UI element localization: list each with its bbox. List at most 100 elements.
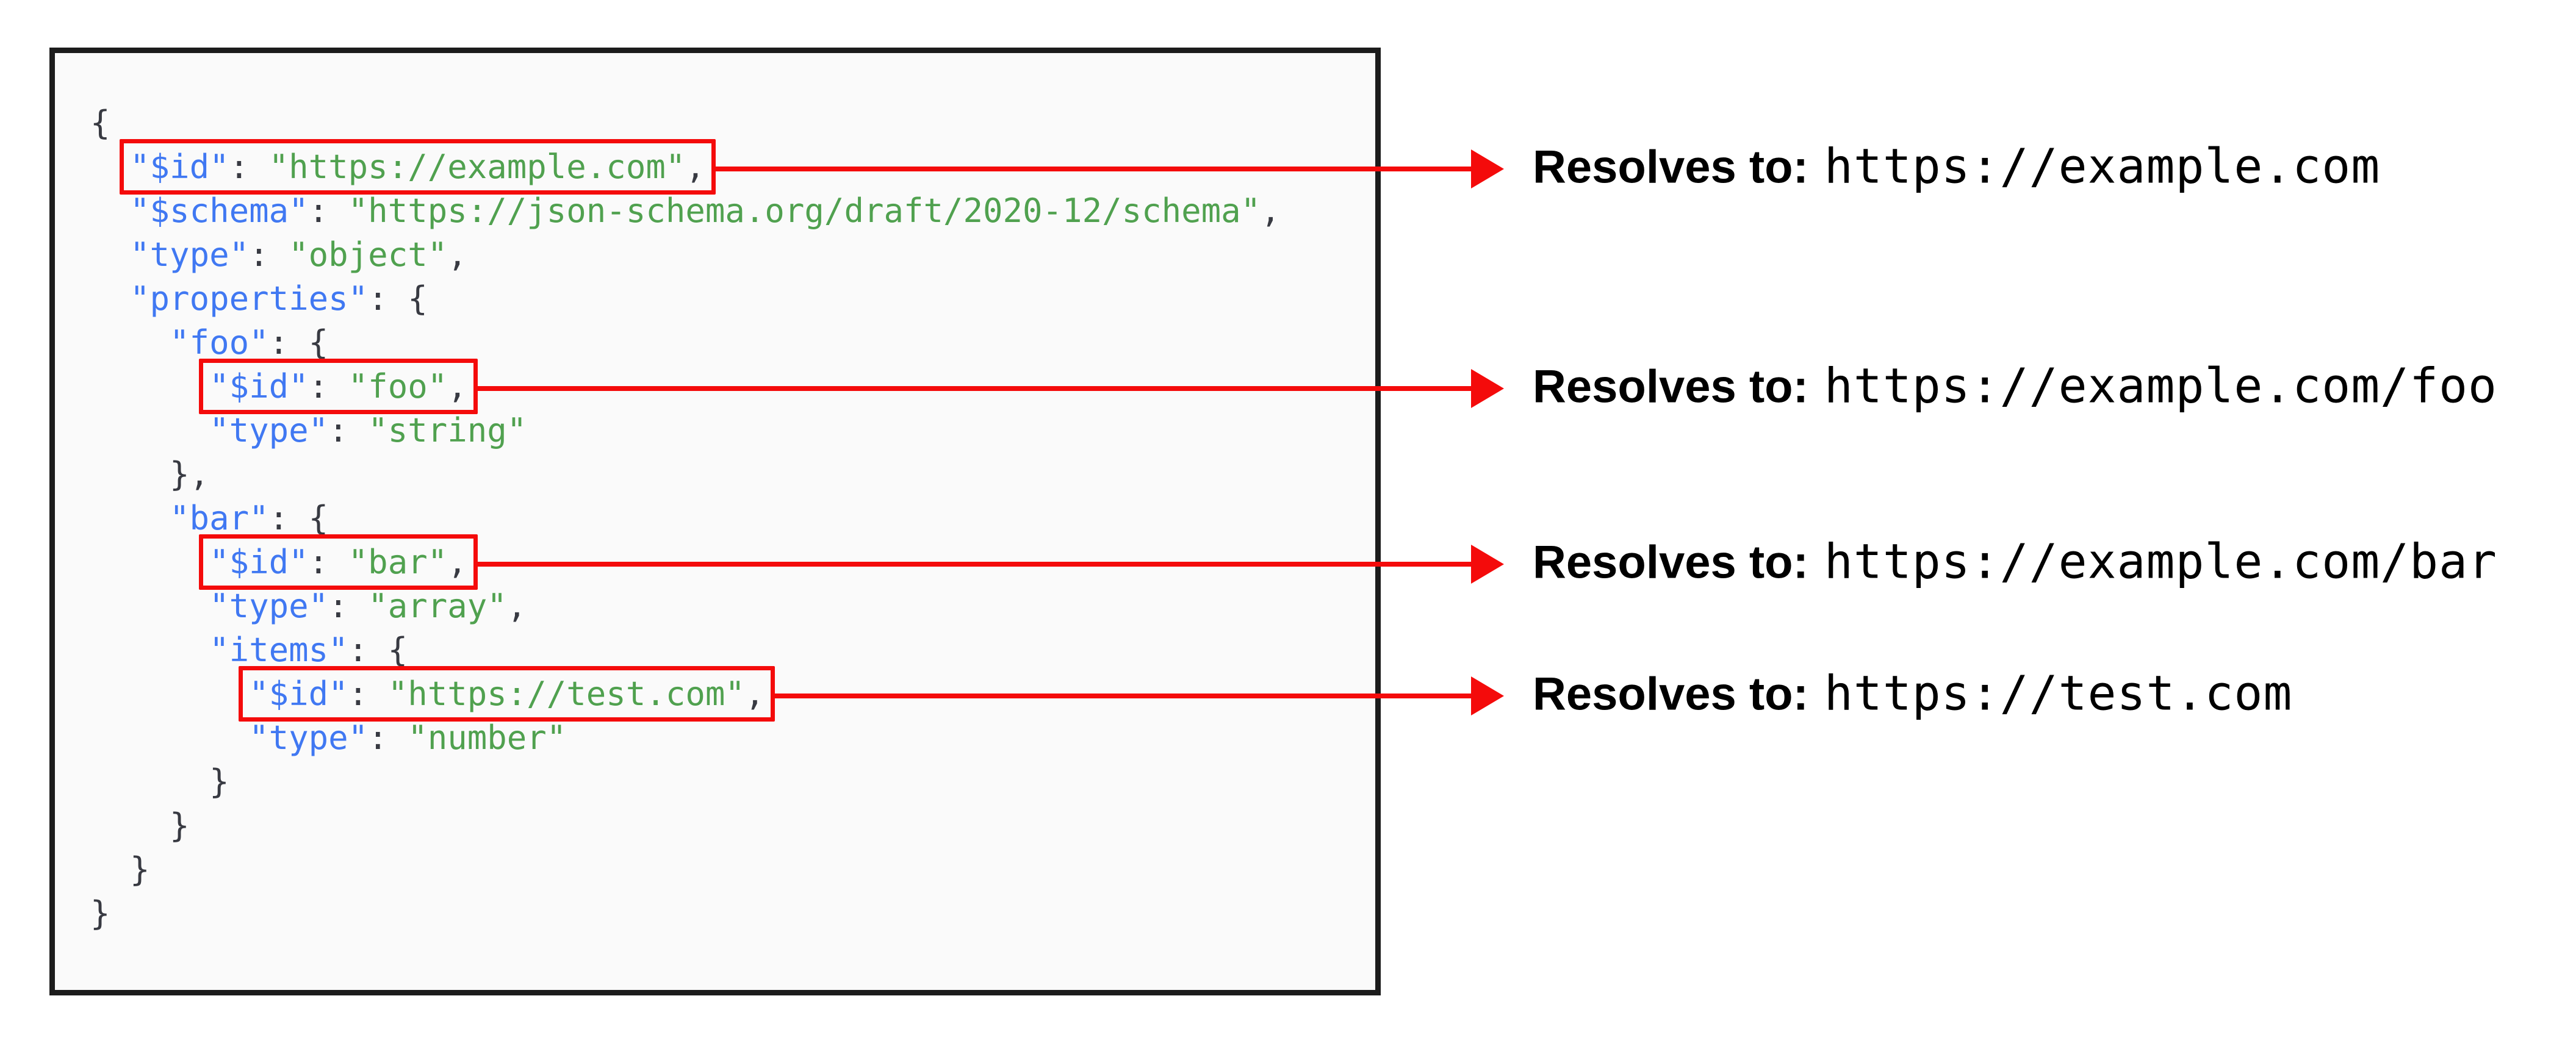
code-token: , (744, 675, 765, 713)
code-token: "$id" (209, 367, 309, 406)
code-token: "https://test.com" (387, 675, 745, 713)
code-token: "items" (209, 631, 348, 669)
code-token: }, (90, 455, 210, 493)
code-token (90, 192, 130, 230)
code-line: "$id": "https://test.com", (90, 666, 1375, 722)
code-token: "number" (408, 719, 567, 757)
code-token: "string" (368, 411, 527, 450)
arrow-right-icon (1471, 545, 1504, 584)
code-token: "type" (130, 235, 250, 274)
highlight-box: "$id": "https://example.com", (120, 139, 716, 195)
code-token: , (447, 235, 467, 274)
code-token: } (90, 850, 150, 889)
code-token: : (328, 587, 369, 625)
resolve-value: https://example.com/bar (1824, 534, 2498, 590)
code-token: { (90, 104, 110, 142)
code-line: "type": "array", (90, 584, 1375, 628)
code-line: "items": { (90, 628, 1375, 672)
code-line: "properties": { (90, 277, 1375, 321)
code-line: "$id": "https://example.com", (90, 139, 1375, 195)
code-token (90, 411, 209, 450)
code-token: : { (268, 323, 329, 362)
code-token: "foo" (348, 367, 448, 406)
resolve-label: Resolves to: (1533, 141, 1808, 193)
code-token: : { (348, 631, 408, 669)
resolve-value: https://example.com/foo (1824, 359, 2498, 414)
code-token: "properties" (130, 279, 369, 318)
code-token: } (90, 806, 190, 845)
code-token: "type" (209, 587, 329, 625)
highlight-box: "$id": "bar", (199, 534, 478, 590)
code-block: { "$id": "https://example.com", "$schema… (55, 53, 1375, 936)
code-token: "type" (209, 411, 329, 450)
highlight-box: "$id": "foo", (199, 359, 478, 414)
code-token: "$id" (130, 148, 229, 186)
code-line: } (90, 848, 1375, 892)
code-token: , (1261, 192, 1281, 230)
resolve-annotation-3: Resolves to: https://example.com/bar (1533, 534, 2497, 589)
code-token: "https://example.com" (268, 148, 686, 186)
arrow-right-icon (1471, 676, 1504, 715)
code-line: "foo": { (90, 321, 1375, 365)
code-token: "object" (289, 235, 448, 274)
code-token: : (368, 719, 408, 757)
resolve-label: Resolves to: (1533, 668, 1808, 720)
code-token: : { (268, 499, 329, 537)
code-token: "$schema" (130, 192, 309, 230)
code-line: } (90, 892, 1375, 936)
schema-code-panel: { "$id": "https://example.com", "$schema… (49, 48, 1381, 995)
code-token: "https://json-schema.org/draft/2020-12/s… (348, 192, 1261, 230)
code-line: } (90, 760, 1375, 804)
code-token: , (506, 587, 527, 625)
resolve-annotation-1: Resolves to: https://example.com (1533, 139, 2380, 194)
code-token (90, 675, 249, 713)
code-token: : (249, 235, 289, 274)
code-token (90, 543, 209, 581)
highlight-box: "$id": "https://test.com", (239, 666, 775, 722)
code-token: : { (368, 279, 428, 318)
code-line: "$schema": "https://json-schema.org/draf… (90, 189, 1375, 233)
code-token: "$id" (249, 675, 348, 713)
code-token: "foo" (170, 323, 269, 362)
code-token (90, 587, 209, 625)
code-token: "$id" (209, 543, 309, 581)
code-token: "type" (249, 719, 369, 757)
code-line: { (90, 101, 1375, 145)
code-token: "array" (368, 587, 507, 625)
resolve-label: Resolves to: (1533, 536, 1808, 589)
code-token (90, 367, 209, 406)
resolve-value: https://example.com (1824, 139, 2381, 195)
code-line: "bar": { (90, 496, 1375, 540)
code-token: } (90, 762, 229, 801)
code-token: , (685, 148, 705, 186)
code-token: : (348, 675, 388, 713)
code-token: } (90, 894, 110, 933)
code-token: : (308, 192, 348, 230)
arrow-right-icon (1471, 369, 1504, 408)
code-token (90, 279, 130, 318)
code-token: "bar" (170, 499, 269, 537)
code-line: }, (90, 453, 1375, 496)
resolve-label: Resolves to: (1533, 360, 1808, 413)
code-token (90, 499, 170, 537)
code-line: "$id": "foo", (90, 359, 1375, 414)
code-line: "type": "object", (90, 233, 1375, 277)
code-token: : (308, 367, 348, 406)
code-line: "type": "string" (90, 409, 1375, 453)
code-token (90, 631, 209, 669)
code-token: : (308, 543, 348, 581)
code-token: : (328, 411, 369, 450)
code-line: "type": "number" (90, 716, 1375, 760)
code-line: } (90, 804, 1375, 848)
resolve-annotation-4: Resolves to: https://test.com (1533, 666, 2292, 721)
code-token: : (229, 148, 269, 186)
code-token (90, 719, 249, 757)
code-line: "$id": "bar", (90, 534, 1375, 590)
code-token (90, 235, 130, 274)
code-token: , (447, 367, 467, 406)
code-token (90, 323, 170, 362)
resolve-value: https://test.com (1824, 666, 2293, 722)
resolve-annotation-2: Resolves to: https://example.com/foo (1533, 359, 2497, 414)
arrow-right-icon (1471, 149, 1504, 188)
code-token: "bar" (348, 543, 448, 581)
